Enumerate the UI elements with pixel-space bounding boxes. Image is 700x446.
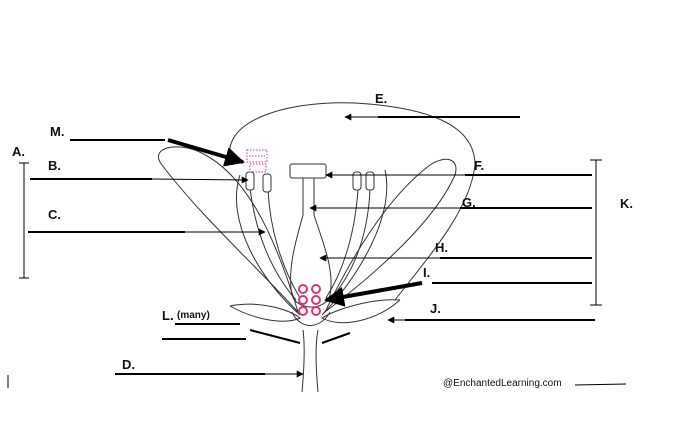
pistil [289,163,332,308]
label-f: F. [474,158,484,173]
sepals [229,299,401,344]
right-petal [324,158,457,313]
label-m: M. [50,124,64,139]
label-c: C. [48,207,61,222]
label-a: A. [12,144,25,159]
corolla-outline [229,102,476,301]
label-e: E. [375,91,387,106]
label-j: J. [430,301,441,316]
leader-b-arrow [151,176,249,184]
leader-i-arrow [324,281,423,307]
label-d: D. [122,357,135,372]
pollen-grains [246,149,268,173]
credit-underline [574,383,627,386]
credit-text: @EnchantedLearning.com [443,378,562,389]
leader-m-arrow [167,138,245,167]
left-petal [157,146,299,313]
flower-drawing [157,102,476,393]
label-k: K. [620,196,633,211]
left-inner-petal [236,174,301,316]
label-g: G. [462,195,476,210]
bracket-a [19,162,29,279]
label-l-note: (many) [177,310,210,321]
label-h: H. [435,240,448,255]
ovules [298,284,321,316]
label-b: B. [48,158,61,173]
leader-lines [7,113,627,388]
bracket-k [590,159,602,306]
stem [301,329,319,393]
label-i: I. [423,265,430,280]
label-l: L. [162,308,174,323]
labels: A. B. C. D. E. F. G. H. I. J. K. L. (man… [12,91,633,389]
left-stamens [245,171,301,301]
